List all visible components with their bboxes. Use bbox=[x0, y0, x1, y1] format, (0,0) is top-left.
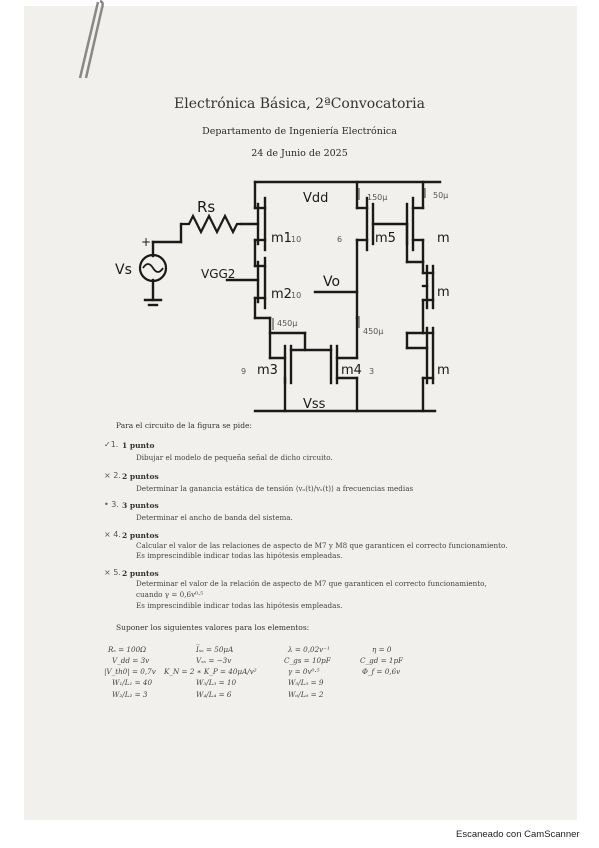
paper-sheet bbox=[24, 6, 577, 820]
q3-text: Determinar el ancho de banda del sistema… bbox=[136, 513, 293, 522]
q5-text2: cuando γ = 0,6v⁰·⁵ bbox=[136, 590, 204, 599]
q2-text: Determinar la ganancia estática de tensi… bbox=[136, 484, 414, 493]
q1-mark: ✓1. bbox=[104, 440, 119, 449]
label-m8: m8 bbox=[437, 363, 450, 378]
q5-points: 2 puntos bbox=[122, 569, 159, 578]
label-vo: Vo bbox=[323, 274, 340, 290]
department: Departamento de Ingeniería Electrónica bbox=[202, 126, 397, 137]
q4-text2: Es imprescindible indicar todas las hipó… bbox=[136, 551, 343, 560]
q2-points: 2 puntos bbox=[122, 472, 159, 481]
annot-m3: 9 bbox=[241, 367, 246, 376]
label-m1: m1 bbox=[271, 231, 292, 246]
label-m3: m3 bbox=[257, 363, 278, 378]
label-m7: m7 bbox=[437, 285, 450, 300]
label-m4: m4 bbox=[341, 363, 362, 378]
label-plus: + bbox=[141, 235, 151, 249]
q3-points: 3 puntos bbox=[122, 501, 159, 510]
paper-clip-icon bbox=[78, 0, 104, 79]
annot-i50: 50μ bbox=[433, 191, 448, 200]
annot-i450: 450μ bbox=[277, 319, 297, 328]
q5-mark: × 5. bbox=[104, 568, 121, 577]
label-m6: m6 bbox=[437, 231, 450, 246]
q1-text: Dibujar el modelo de pequeña señal de di… bbox=[136, 453, 333, 462]
q5-text3: Es imprescindible indicar todas las hipó… bbox=[136, 601, 343, 610]
resistor-rs bbox=[181, 213, 241, 235]
q4-points: 2 puntos bbox=[122, 531, 159, 540]
value-cell: λ = 0,02v⁻¹ bbox=[288, 645, 330, 654]
value-cell: W₅/L₅ = 9 bbox=[288, 678, 324, 687]
value-cell: γ = 0v⁰·⁵ bbox=[288, 667, 320, 676]
label-vs: Vs bbox=[115, 262, 132, 278]
value-cell: W₂/L₂ = 3 bbox=[112, 690, 148, 699]
label-vss: Vss bbox=[303, 397, 326, 412]
label-m2: m2 bbox=[271, 287, 292, 302]
annot-m5: 6 bbox=[337, 235, 342, 244]
annot-m1: 10 bbox=[291, 235, 301, 244]
intro-text: Para el circuito de la figura se pide: bbox=[116, 421, 252, 430]
value-cell: W₄/L₄ = 6 bbox=[196, 690, 232, 699]
value-cell: |V_th0| = 0,7v bbox=[104, 667, 156, 676]
label-vdd: Vdd bbox=[303, 191, 328, 206]
page-title: Electrónica Básica, 2ªConvocatoria bbox=[174, 96, 425, 112]
circuit-diagram: Rs Vdd Vs + VGG2 Vo Vss m1 m2 m3 m4 m5 m… bbox=[115, 180, 450, 413]
value-cell: W₁/L₁ = 40 bbox=[112, 678, 153, 687]
annot-i150: 150μ bbox=[367, 193, 387, 202]
value-cell: C_gs = 10pF bbox=[284, 656, 331, 665]
value-cell: V_dd = 3v bbox=[112, 656, 150, 665]
values-intro: Suponer los siguientes valores para los … bbox=[116, 623, 310, 632]
label-m5: m5 bbox=[375, 231, 396, 246]
value-cell: C_gd = 1pF bbox=[360, 656, 404, 665]
value-cell: Φ_f = 0,6v bbox=[362, 667, 401, 676]
value-cell: K_N = 2 ∗ K_P = 40μA/v² bbox=[164, 667, 257, 676]
value-cell: η = 0 bbox=[372, 645, 392, 654]
exam-date: 24 de Junio de 2025 bbox=[251, 148, 348, 159]
value-cell: W₆/L₆ = 2 bbox=[288, 690, 324, 699]
q5-text: Determinar el valor de la relación de as… bbox=[136, 579, 487, 588]
value-cell: I̅ₛₛ = 50μA bbox=[196, 645, 234, 654]
scanner-watermark: Escaneado con CamScanner bbox=[456, 829, 580, 840]
annot-i450b: 450μ bbox=[363, 327, 383, 336]
q2-mark: × 2. bbox=[104, 471, 121, 480]
value-cell: Rₛ = 100Ω bbox=[108, 645, 147, 654]
label-rs: Rs bbox=[197, 198, 215, 216]
voltage-source-icon bbox=[138, 253, 168, 283]
annot-m4: 3 bbox=[369, 367, 374, 376]
q4-mark: × 4. bbox=[104, 530, 121, 539]
q4-text: Calcular el valor de las relaciones de a… bbox=[136, 541, 508, 550]
label-vgg2: VGG2 bbox=[201, 267, 235, 281]
q3-mark: • 3. bbox=[104, 500, 119, 509]
value-cell: Vₛₛ = −3v bbox=[196, 656, 232, 665]
value-cell: W₃/L₃ = 10 bbox=[196, 678, 237, 687]
q1-points: 1 punto bbox=[122, 441, 155, 450]
annot-m2: 10 bbox=[291, 291, 301, 300]
